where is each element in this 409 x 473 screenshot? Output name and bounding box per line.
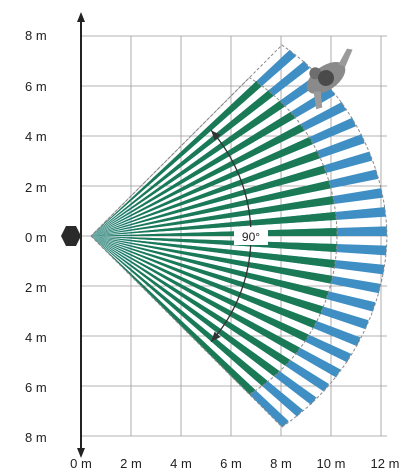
detection-ray: [91, 211, 337, 236]
y-label-8-top: 8 m: [25, 28, 47, 43]
angle-label-box: [234, 227, 268, 245]
detection-ray: [91, 236, 336, 269]
sensor-icon: [61, 226, 81, 246]
x-label-12: 12 m: [371, 456, 400, 471]
y-label-2-top: 2 m: [25, 180, 47, 195]
x-axis-labels: 0 m 2 m 4 m 6 m 8 m 10 m 12 m: [70, 456, 399, 471]
detection-zone-outline: [90, 76, 338, 396]
detection-ray: [91, 236, 329, 300]
detection-ray: [91, 236, 317, 329]
detection-ray: [91, 236, 280, 377]
x-label-6: 6 m: [220, 456, 242, 471]
detection-ray: [91, 165, 326, 236]
x-label-4: 4 m: [170, 456, 192, 471]
x-label-10: 10 m: [317, 456, 346, 471]
x-label-8: 8 m: [270, 456, 292, 471]
detection-ray: [91, 90, 274, 236]
angle-arc-arrow-top: [211, 130, 221, 141]
detection-ray: [91, 236, 256, 396]
y-label-4-bottom: 4 m: [25, 330, 47, 345]
detection-ray: [91, 81, 262, 236]
y-label-8-bottom: 8 m: [25, 430, 47, 445]
person-icon: [306, 48, 353, 110]
angle-arc-arrow-bottom: [211, 331, 221, 342]
detection-ray: [91, 123, 305, 236]
angle-label: 90°: [242, 230, 260, 244]
y-axis-arrow-up: [77, 12, 85, 22]
y-label-2-bottom: 2 m: [25, 280, 47, 295]
y-label-6-top: 6 m: [25, 79, 47, 94]
y-label-6-bottom: 6 m: [25, 380, 47, 395]
detection-ray: [91, 196, 335, 236]
detection-ray: [91, 150, 320, 236]
detection-ray: [91, 111, 296, 236]
detection-ray: [91, 236, 290, 367]
y-axis-labels: 8 m 6 m 4 m 2 m 0 m 2 m 4 m 6 m 8 m: [25, 28, 47, 445]
detection-ray: [91, 236, 309, 342]
detection-ray: [91, 227, 337, 236]
detection-ray: [91, 100, 285, 236]
detection-ray: [91, 236, 300, 355]
y-axis-arrow-down: [77, 448, 85, 458]
detection-ray: [91, 180, 331, 236]
y-label-0: 0 m: [25, 230, 47, 245]
y-label-4-top: 4 m: [25, 129, 47, 144]
x-label-2: 2 m: [120, 456, 142, 471]
detection-ray: [91, 236, 333, 284]
x-label-0: 0 m: [70, 456, 92, 471]
detection-ray: [91, 236, 337, 253]
detection-zone: [91, 81, 337, 396]
detection-ray: [91, 236, 324, 314]
detection-ray: [91, 136, 313, 236]
detection-ray: [91, 236, 268, 387]
